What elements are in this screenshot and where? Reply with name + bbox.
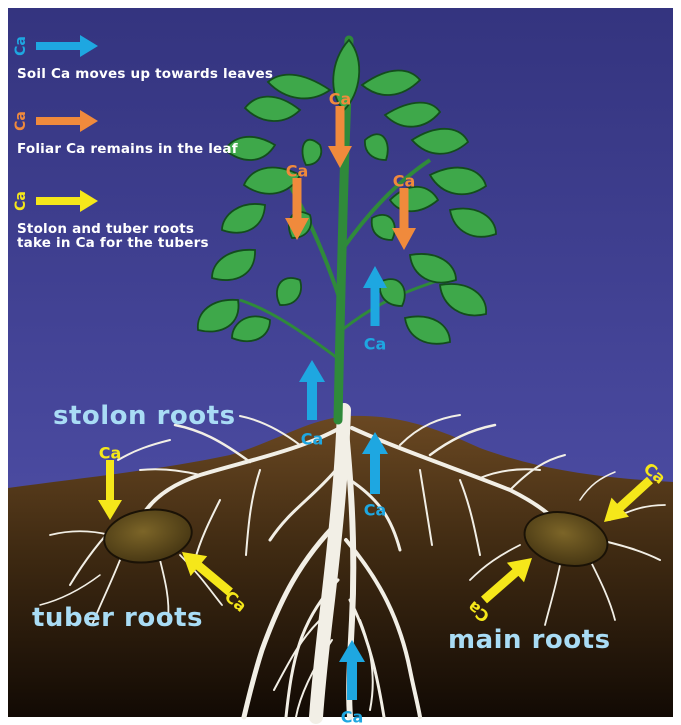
stolon-roots-label: stolon roots [53,401,236,431]
foliar-ca-arrow-left-label: Ca [286,162,309,181]
legend-root-ca-symbol: Ca [13,191,29,211]
main-roots-label: main roots [448,625,611,655]
legend-foliar-ca-symbol: Ca [13,111,29,131]
soil-ca-arrow-soil-label: Ca [364,501,387,520]
soil-ca-arrow-stem-label: Ca [301,430,324,449]
legend-soil-ca-label: Soil Ca moves up towards leaves [17,67,273,81]
legend-root-ca-label-line2: take in Ca for the tubers [17,236,209,250]
tuber-roots-label: tuber roots [32,603,203,633]
legend-soil-ca-symbol: Ca [13,36,29,56]
foliar-ca-arrow-top-label: Ca [329,90,352,109]
legend-foliar-ca-label: Foliar Ca remains in the leaf [17,142,238,156]
legend-root-ca-label-line1: Stolon and tuber roots [17,222,194,236]
soil-ca-arrow-leaf-label: Ca [364,335,387,354]
root-ca-arrow-stolon-label: Ca [99,444,122,463]
foliar-ca-arrow-right-label: Ca [393,172,416,191]
soil-ca-arrow-bottom-label: Ca [341,708,364,725]
